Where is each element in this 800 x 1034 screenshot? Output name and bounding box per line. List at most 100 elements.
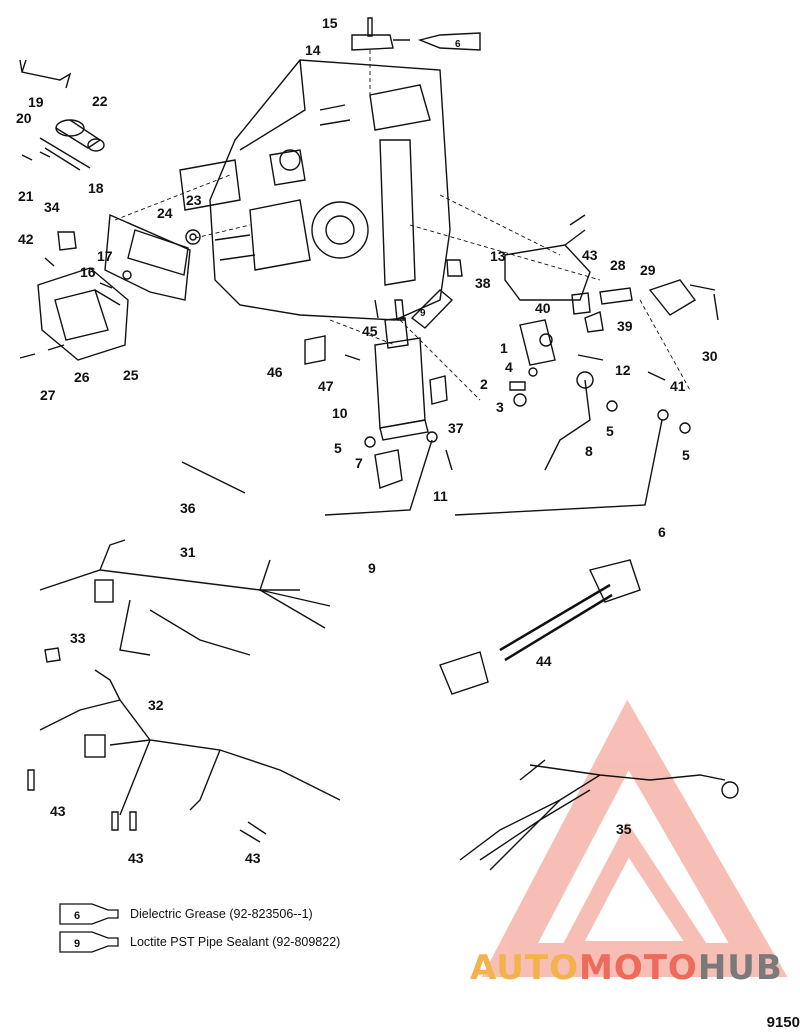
part-37-bracket: [429, 375, 448, 405]
part-11-screw: [445, 449, 453, 471]
part-8-cable: [544, 371, 594, 471]
part-3-nut: [513, 393, 527, 407]
part-43-terminal-top: [569, 214, 586, 226]
callout-11: 11: [433, 488, 448, 504]
legend-tube-icons: [59, 903, 119, 953]
callout-43-right: 43: [245, 850, 261, 866]
callout-21: 21: [18, 188, 34, 204]
watermark-part-hub: HUB: [697, 948, 783, 988]
callout-4: 4: [505, 359, 513, 375]
part-15-screw: [367, 17, 373, 37]
part-25-ignition-module: [37, 267, 129, 361]
part-16-screw: [99, 282, 113, 289]
part-34-clip: [57, 231, 77, 251]
engine-block: [179, 59, 451, 321]
callout-16: 16: [80, 264, 96, 280]
part-47-screw: [344, 354, 361, 361]
callout-44: 44: [536, 653, 552, 669]
legend-row-loctite-sealant: Loctite PST Pipe Sealant (92-809822): [122, 931, 340, 953]
callout-38: 38: [475, 275, 491, 291]
leader-lines: [114, 50, 691, 401]
callout-6: 6: [658, 524, 666, 540]
callout-41: 41: [670, 378, 686, 394]
tube-label-6-top: 6: [455, 39, 461, 50]
part-36-cable-tie: [181, 461, 246, 494]
callout-20: 20: [16, 110, 32, 126]
part-4-nut: [528, 367, 538, 377]
legend-tube-label-6: 6: [74, 910, 80, 922]
part-5-nut-far: [679, 422, 691, 434]
callout-17: 17: [97, 248, 113, 264]
callout-43-left: 43: [50, 803, 66, 819]
part-9-sealant-tube-mid: [410, 289, 454, 329]
part-30-screw: [713, 293, 719, 321]
part-24-gasket: [127, 229, 189, 276]
callout-43-bottom: 43: [128, 850, 144, 866]
part-6-battery-cable: [454, 409, 669, 516]
callout-37: 37: [448, 420, 464, 436]
part-22-spring-clip: [19, 59, 72, 89]
part-43-terminal-left: [27, 769, 35, 791]
callout-15: 15: [322, 15, 338, 31]
part-31-wiring-harness: [39, 539, 331, 656]
callout-12: 12: [615, 362, 631, 378]
callout-8: 8: [585, 443, 593, 459]
callout-labels: 15 14 22 19 20 21 18 23 24 34 42 17 16 2…: [16, 15, 718, 950]
part-40-bracket: [571, 292, 591, 315]
watermark-part-moto: MOTO: [578, 948, 698, 988]
callout-25: 25: [123, 367, 139, 383]
part-7-boot: [374, 449, 403, 489]
callout-23: 23: [186, 192, 202, 208]
callout-18: 18: [88, 180, 104, 196]
legend-tube-label-9: 9: [74, 938, 80, 950]
part-33-connector: [44, 647, 61, 663]
callout-39: 39: [617, 318, 633, 334]
part-43-terminals-bottom: [111, 811, 137, 831]
part-1-solenoid: [519, 319, 556, 366]
callout-10: 10: [332, 405, 348, 421]
part-38-regulator: [504, 229, 591, 301]
callout-45: 45: [362, 323, 378, 339]
callout-2: 2: [480, 376, 488, 392]
part-12-screw: [577, 354, 604, 361]
legend-text-loctite-sealant: Loctite PST Pipe Sealant (92-809822): [130, 935, 341, 949]
legend-row-dielectric-grease: Dielectric Grease (92-823506--1): [122, 903, 313, 925]
callout-35: 35: [616, 821, 632, 837]
figure-number: 9150: [766, 1014, 800, 1031]
callout-14: 14: [305, 42, 321, 58]
callout-27: 27: [40, 387, 56, 403]
part-10-starter-motor: [374, 299, 429, 441]
callout-5-left: 5: [334, 440, 342, 456]
callout-7: 7: [355, 455, 363, 471]
tube-label-9-mid: 9: [420, 308, 426, 319]
callout-42: 42: [18, 231, 34, 247]
part-35-wiring-harness: [459, 759, 739, 871]
callout-30: 30: [702, 348, 718, 364]
callout-40: 40: [535, 300, 551, 316]
part-39-clamp: [584, 311, 604, 333]
callout-22: 22: [92, 93, 108, 109]
part-43-terminals-right: [239, 821, 267, 843]
callout-34: 34: [44, 199, 60, 215]
part-23-grommet: [185, 229, 201, 245]
callout-13: 13: [490, 248, 506, 264]
part-19-cylinder: [55, 119, 105, 152]
callout-33: 33: [70, 630, 86, 646]
part-6-grease-tube-top: [417, 32, 481, 51]
part-17-washer: [122, 270, 132, 280]
legend-text-dielectric-grease: Dielectric Grease (92-823506--1): [130, 907, 313, 921]
callout-3: 3: [496, 399, 504, 415]
callout-5-far: 5: [682, 447, 690, 463]
part-13-sensor: [446, 259, 463, 277]
callout-46: 46: [267, 364, 283, 380]
callout-26: 26: [74, 369, 90, 385]
watermark-triangle-logo: [481, 699, 788, 977]
part-28-spark-plug: [599, 287, 633, 305]
watermark-logo-text: AUTOMOTOHUB: [470, 948, 783, 988]
callout-19: 19: [28, 94, 44, 110]
part-27-screw: [19, 353, 36, 359]
callout-1: 1: [500, 340, 508, 356]
part-29-plug-cap: [648, 279, 716, 316]
part-14-connector: [351, 34, 410, 51]
